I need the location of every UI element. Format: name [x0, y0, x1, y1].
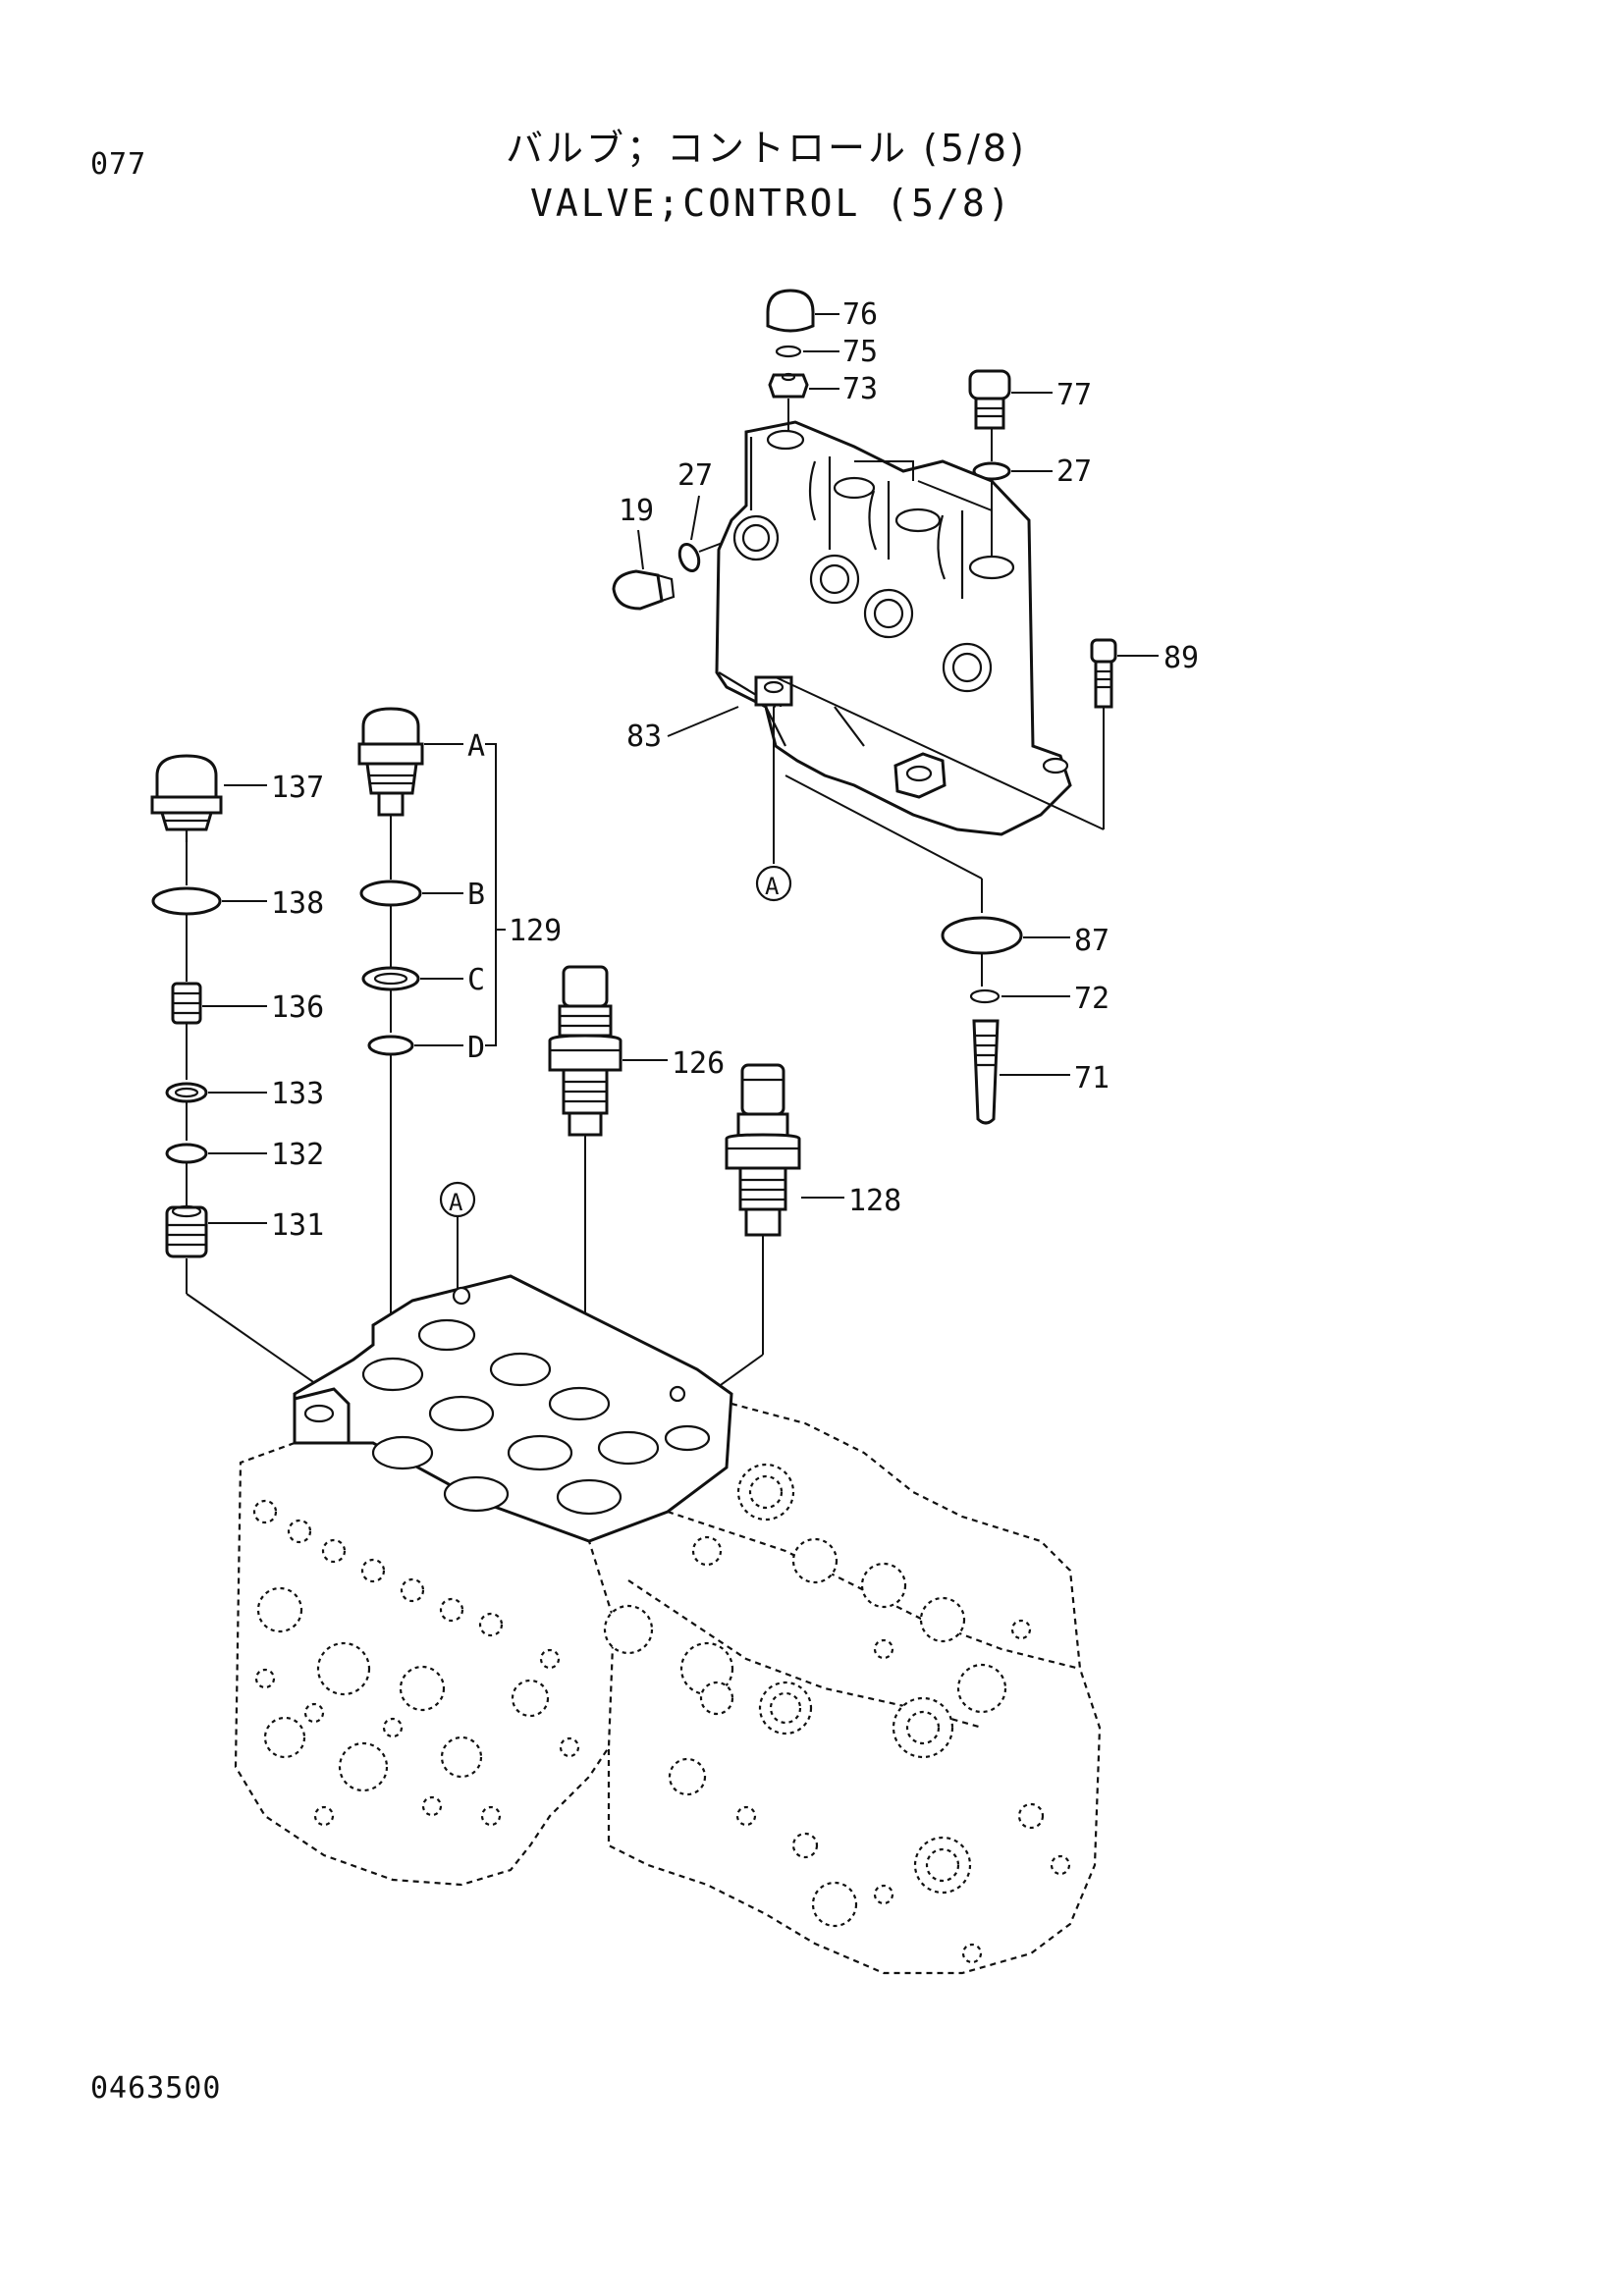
callout-A[interactable]: A — [467, 729, 485, 764]
callout-19[interactable]: 19 — [619, 494, 654, 528]
part-129-B-oring[interactable] — [359, 880, 422, 907]
part-76-cap[interactable] — [766, 289, 815, 333]
callout-137[interactable]: 137 — [271, 771, 324, 805]
callout-138[interactable]: 138 — [271, 886, 324, 921]
part-83-cover-body[interactable] — [715, 420, 1072, 836]
callout-128[interactable]: 128 — [848, 1184, 901, 1218]
callout-27-left[interactable]: 27 — [677, 458, 713, 493]
part-131-spool[interactable] — [165, 1204, 208, 1258]
callout-77[interactable]: 77 — [1056, 378, 1092, 412]
reference-A-upper: A — [765, 873, 780, 900]
main-control-valve-body[interactable] — [234, 1274, 1102, 1975]
callout-75[interactable]: 75 — [842, 335, 878, 369]
callout-126[interactable]: 126 — [672, 1046, 725, 1081]
drawing-number: 0463500 — [90, 2071, 222, 2106]
part-129-C-ring[interactable] — [361, 966, 420, 991]
part-126-valve[interactable] — [548, 965, 622, 1137]
callout-B[interactable]: B — [467, 878, 485, 912]
part-87-oring[interactable] — [941, 916, 1023, 955]
callout-136[interactable]: 136 — [271, 990, 324, 1025]
part-137-plug[interactable] — [150, 754, 223, 842]
part-133-ring[interactable] — [165, 1082, 208, 1103]
callout-C[interactable]: C — [467, 963, 485, 997]
part-129-relief-valve[interactable] — [357, 707, 424, 817]
part-27-oring-right[interactable] — [972, 461, 1011, 481]
part-132-oring[interactable] — [165, 1143, 208, 1164]
part-129-D-oring[interactable] — [367, 1035, 414, 1056]
part-77-plug[interactable] — [968, 369, 1011, 430]
part-136-spring[interactable] — [171, 982, 202, 1025]
callout-83[interactable]: 83 — [626, 720, 662, 754]
callout-129[interactable]: 129 — [509, 914, 562, 948]
part-75-ring[interactable] — [775, 345, 802, 358]
callout-72[interactable]: 72 — [1074, 982, 1109, 1016]
callout-71[interactable]: 71 — [1074, 1061, 1109, 1095]
part-89-bolt[interactable] — [1090, 638, 1117, 709]
part-72-oring[interactable] — [969, 988, 1001, 1004]
callout-133[interactable]: 133 — [271, 1077, 324, 1111]
reference-A-lower: A — [449, 1189, 463, 1216]
part-128-valve[interactable] — [725, 1063, 801, 1237]
callout-73[interactable]: 73 — [842, 372, 878, 406]
part-73-nut[interactable] — [768, 372, 809, 399]
title-english: VALVE;CONTROL (5/8) — [530, 182, 1013, 225]
callout-87[interactable]: 87 — [1074, 924, 1109, 958]
part-71-pin[interactable] — [972, 1019, 1000, 1125]
part-27-oring-left[interactable] — [676, 542, 702, 573]
callout-131[interactable]: 131 — [271, 1208, 324, 1243]
callout-27-right[interactable]: 27 — [1056, 454, 1092, 489]
callout-76[interactable]: 76 — [842, 297, 878, 332]
callout-D[interactable]: D — [467, 1031, 485, 1065]
part-19-plug[interactable] — [612, 569, 676, 611]
part-138-oring[interactable] — [151, 886, 222, 916]
page-code: 077 — [90, 147, 147, 182]
callout-89[interactable]: 89 — [1163, 641, 1199, 675]
callout-132[interactable]: 132 — [271, 1138, 324, 1172]
title-japanese: バルブ；コントロール (5/8) — [506, 127, 1027, 170]
